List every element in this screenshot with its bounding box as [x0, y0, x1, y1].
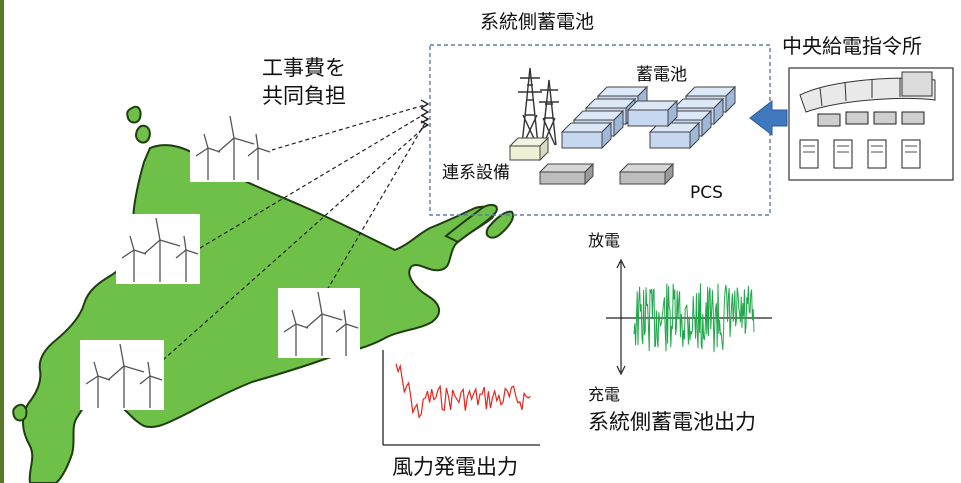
pcs-label: PCS — [690, 183, 723, 203]
discharge-label: 放電 — [588, 231, 621, 250]
battery-label: 蓄電池 — [636, 65, 687, 85]
battery-output-label: 系統側蓄電池出力 — [588, 410, 756, 434]
dispatch-center-label: 中央給電指令所 — [782, 34, 922, 58]
wind-turbine-icon — [195, 115, 271, 180]
left-border-bar — [0, 0, 4, 483]
cost-sharing-label-line1: 工事費を — [262, 56, 346, 80]
dispatch-arrow — [749, 99, 788, 137]
battery-output-signal — [633, 283, 755, 353]
interconnection-device — [508, 136, 550, 162]
charge-label: 充電 — [588, 385, 621, 404]
rebun-island — [134, 124, 151, 144]
wind-output-graph — [382, 350, 540, 446]
grid-storage-title: 系統側蓄電池 — [480, 11, 595, 33]
control-room-icon — [788, 67, 954, 181]
okushiri-island — [12, 403, 28, 422]
wind-turbine-card-4 — [80, 340, 164, 410]
rishiri-island — [126, 105, 142, 124]
wind-turbine-icon — [121, 217, 199, 282]
battery-blocks — [560, 85, 737, 150]
hokkaido-main-island — [22, 144, 495, 483]
grid-storage-box — [429, 44, 771, 216]
wind-output-signal — [395, 363, 531, 419]
wind-turbine-icon — [85, 343, 163, 408]
battery-block — [561, 131, 603, 149]
transmission-tower-icon — [518, 67, 559, 146]
wind-turbine-card-2 — [116, 214, 200, 284]
wind-turbine-card-1 — [190, 112, 272, 182]
battery-output-graph — [606, 258, 772, 376]
connection-lines — [162, 103, 429, 361]
pcs-units — [538, 162, 675, 186]
cost-sharing-label-line2: 共同負担 — [262, 84, 346, 108]
connection-arrowheads — [420, 99, 430, 130]
shiretoko-peninsula — [444, 203, 498, 244]
battery-block — [649, 131, 691, 149]
battery-block — [627, 109, 669, 127]
wind-output-label: 風力発電出力 — [392, 455, 518, 479]
wind-turbine-card-3 — [278, 288, 360, 358]
interconnection-label: 連系設備 — [442, 163, 510, 183]
wind-turbine-icon — [283, 291, 359, 356]
